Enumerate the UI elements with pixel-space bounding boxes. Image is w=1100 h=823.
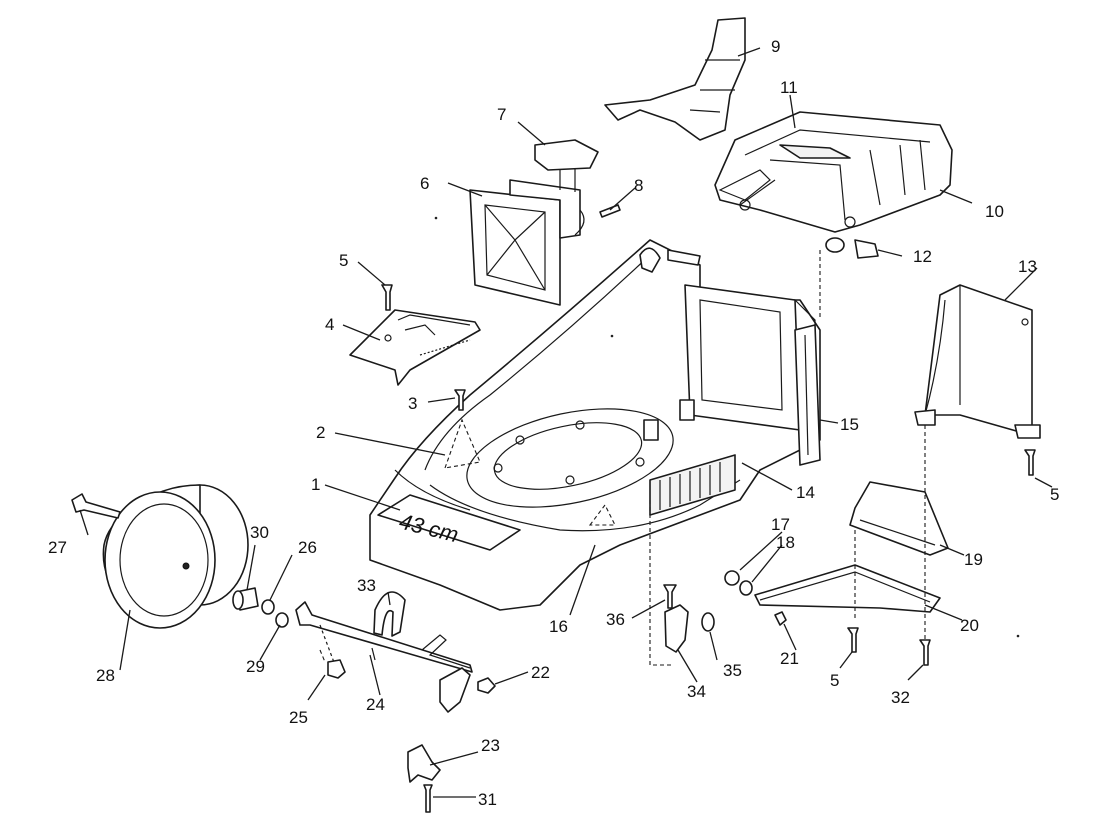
side-strip	[794, 324, 821, 466]
lower-bracket-20	[754, 564, 941, 613]
callout-22: 22	[531, 663, 550, 682]
callout-29: 29	[246, 657, 265, 676]
deck-housing: 43 cm	[369, 239, 821, 611]
callout-19: 19	[964, 550, 983, 569]
callout-3: 3	[408, 394, 417, 413]
axle	[295, 601, 473, 713]
callout-12: 12	[913, 247, 932, 266]
washer-26	[261, 599, 275, 615]
callout-13: 13	[1018, 257, 1037, 276]
callout-6: 6	[420, 174, 429, 193]
screw-5-right	[1024, 449, 1036, 476]
callout-27: 27	[48, 538, 67, 557]
callout-11: 11	[780, 78, 798, 97]
latch-plate	[667, 249, 701, 266]
callout-2: 2	[316, 423, 325, 442]
callout-30: 30	[250, 523, 269, 542]
washer-29	[275, 612, 289, 628]
catcher-frame	[469, 179, 581, 306]
leader-lines	[79, 47, 1053, 798]
hairpin	[421, 634, 471, 669]
callout-4: 4	[325, 315, 334, 334]
callout-32: 32	[891, 688, 910, 707]
callout-36: 36	[606, 610, 625, 629]
callout-25: 25	[289, 708, 308, 727]
handle-bracket	[604, 17, 746, 141]
washer-18	[739, 580, 753, 596]
nut-25	[327, 659, 346, 679]
callout-5-top: 5	[339, 251, 348, 270]
callout-26: 26	[298, 538, 317, 557]
side-guard	[914, 284, 1041, 439]
washer-35	[701, 612, 715, 632]
callout-1: 1	[311, 475, 320, 494]
callout-31: 31	[478, 790, 497, 809]
bracket-plate	[349, 309, 481, 386]
callout-5-bottom: 5	[830, 671, 839, 690]
callout-5-right: 5	[1050, 485, 1059, 504]
screw-5-top	[381, 284, 393, 311]
bracket-23	[407, 744, 441, 783]
callout-16: 16	[549, 617, 568, 636]
callout-17: 17	[771, 515, 790, 534]
nut-17	[724, 570, 740, 586]
callout-24: 24	[366, 695, 385, 714]
callout-7: 7	[497, 105, 506, 124]
screw-21	[774, 611, 787, 626]
screw-31	[423, 784, 433, 813]
cap-nut-22	[477, 677, 496, 694]
callout-9: 9	[771, 37, 780, 56]
callout-28: 28	[96, 666, 115, 685]
clip-part	[534, 139, 599, 192]
wheel	[102, 484, 249, 629]
callout-21: 21	[780, 649, 799, 668]
height-lever	[664, 604, 689, 653]
callout-18: 18	[776, 533, 795, 552]
callout-15: 15	[840, 415, 859, 434]
screw-5-bottom	[847, 627, 859, 653]
screw-3	[454, 389, 466, 411]
rear-cover	[714, 111, 953, 233]
latch-knob	[639, 247, 661, 273]
spring-clip	[373, 591, 406, 637]
callout-labels: 9 11 7 8 6 10 12 13 5 4 3 2 15 1 14 5 27…	[48, 37, 1059, 809]
bolt-36	[663, 584, 677, 609]
callout-35: 35	[723, 661, 742, 680]
pin-part	[574, 204, 621, 236]
nut-part	[825, 237, 879, 259]
callout-23: 23	[481, 736, 500, 755]
wheel-bolt	[71, 493, 121, 519]
callout-33: 33	[357, 576, 376, 595]
callout-8: 8	[634, 176, 643, 195]
callout-34: 34	[687, 682, 706, 701]
callout-10: 10	[985, 202, 1004, 221]
lower-bracket-19	[849, 481, 949, 556]
callout-14: 14	[796, 483, 815, 502]
bushing	[232, 587, 259, 611]
screw-32	[919, 639, 931, 666]
callout-20: 20	[960, 616, 979, 635]
